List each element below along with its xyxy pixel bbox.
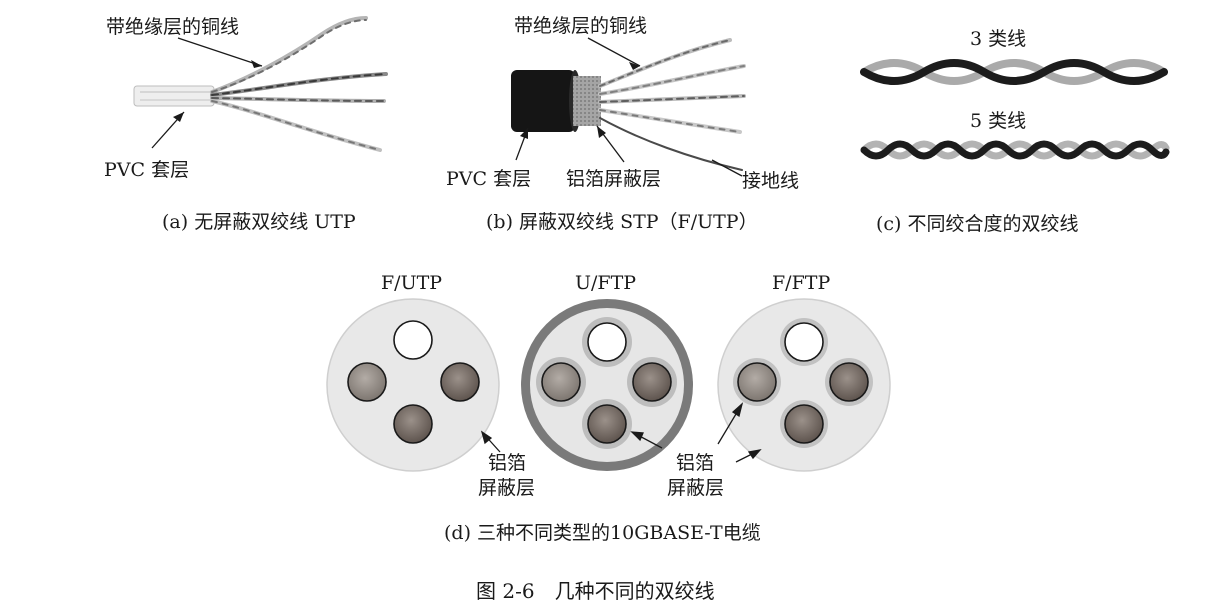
foil-label-right-line1: 铝箔 xyxy=(676,452,715,474)
stp-ground-wire xyxy=(599,117,743,171)
u-ftp-wire-bottom xyxy=(587,404,627,444)
f-utp-wire-bottom xyxy=(393,404,433,444)
cat5-label: 5 类线 xyxy=(970,110,1027,132)
f-utp-wire-top xyxy=(393,320,433,360)
f-ftp-wire-top xyxy=(784,322,824,362)
utp-caption: (a) 无屏蔽双绞线 UTP xyxy=(162,211,356,233)
cross-section-f-ftp xyxy=(717,298,891,472)
cross-section-f-utp xyxy=(326,298,500,472)
stp-caption: (b) 屏蔽双绞线 STP（F/UTP） xyxy=(486,211,758,233)
f-utp-wire-left xyxy=(347,362,387,402)
stp-wire-label: 带绝缘层的铜线 xyxy=(514,15,648,37)
stp-foil-label: 铝箔屏蔽层 xyxy=(566,168,662,190)
f-ftp-wire-left xyxy=(737,362,777,402)
f-ftp-wire-bottom xyxy=(784,404,824,444)
stp-jacket-label: PVC 套层 xyxy=(446,168,532,190)
u-ftp-wire-top xyxy=(587,322,627,362)
foil-label-left-line2: 屏蔽层 xyxy=(478,477,536,499)
cat3-cable xyxy=(860,59,1168,85)
stp-pvc-jacket xyxy=(511,70,575,132)
f-ftp-title: F/FTP xyxy=(772,272,831,294)
stp-twisted-pairs xyxy=(598,38,746,171)
u-ftp-wire-left xyxy=(541,362,581,402)
stp-ground-label: 接地线 xyxy=(742,170,800,192)
u-ftp-wire-right xyxy=(632,362,672,402)
f-utp-wire-right xyxy=(440,362,480,402)
foil-label-left-line1: 铝箔 xyxy=(488,452,527,474)
utp-wire-label: 带绝缘层的铜线 xyxy=(106,16,240,38)
cat3-label: 3 类线 xyxy=(970,28,1027,50)
utp-jacket-label: PVC 套层 xyxy=(104,159,190,181)
f-utp-title: F/UTP xyxy=(381,272,443,294)
figure-caption: 图 2-6 几种不同的双绞线 xyxy=(476,579,715,603)
foil-label-right-line2: 屏蔽层 xyxy=(667,477,725,499)
cables-caption: (d) 三种不同类型的10GBASE-T电缆 xyxy=(444,522,761,544)
twist-caption: (c) 不同绞合度的双绞线 xyxy=(876,213,1079,235)
cross-section-u-ftp xyxy=(521,299,693,471)
foil-shield-leaders xyxy=(480,402,762,463)
f-ftp-wire-right xyxy=(829,362,869,402)
cat5-cable xyxy=(860,140,1170,160)
utp-twisted-pairs xyxy=(210,16,388,152)
u-ftp-title: U/FTP xyxy=(575,272,637,294)
